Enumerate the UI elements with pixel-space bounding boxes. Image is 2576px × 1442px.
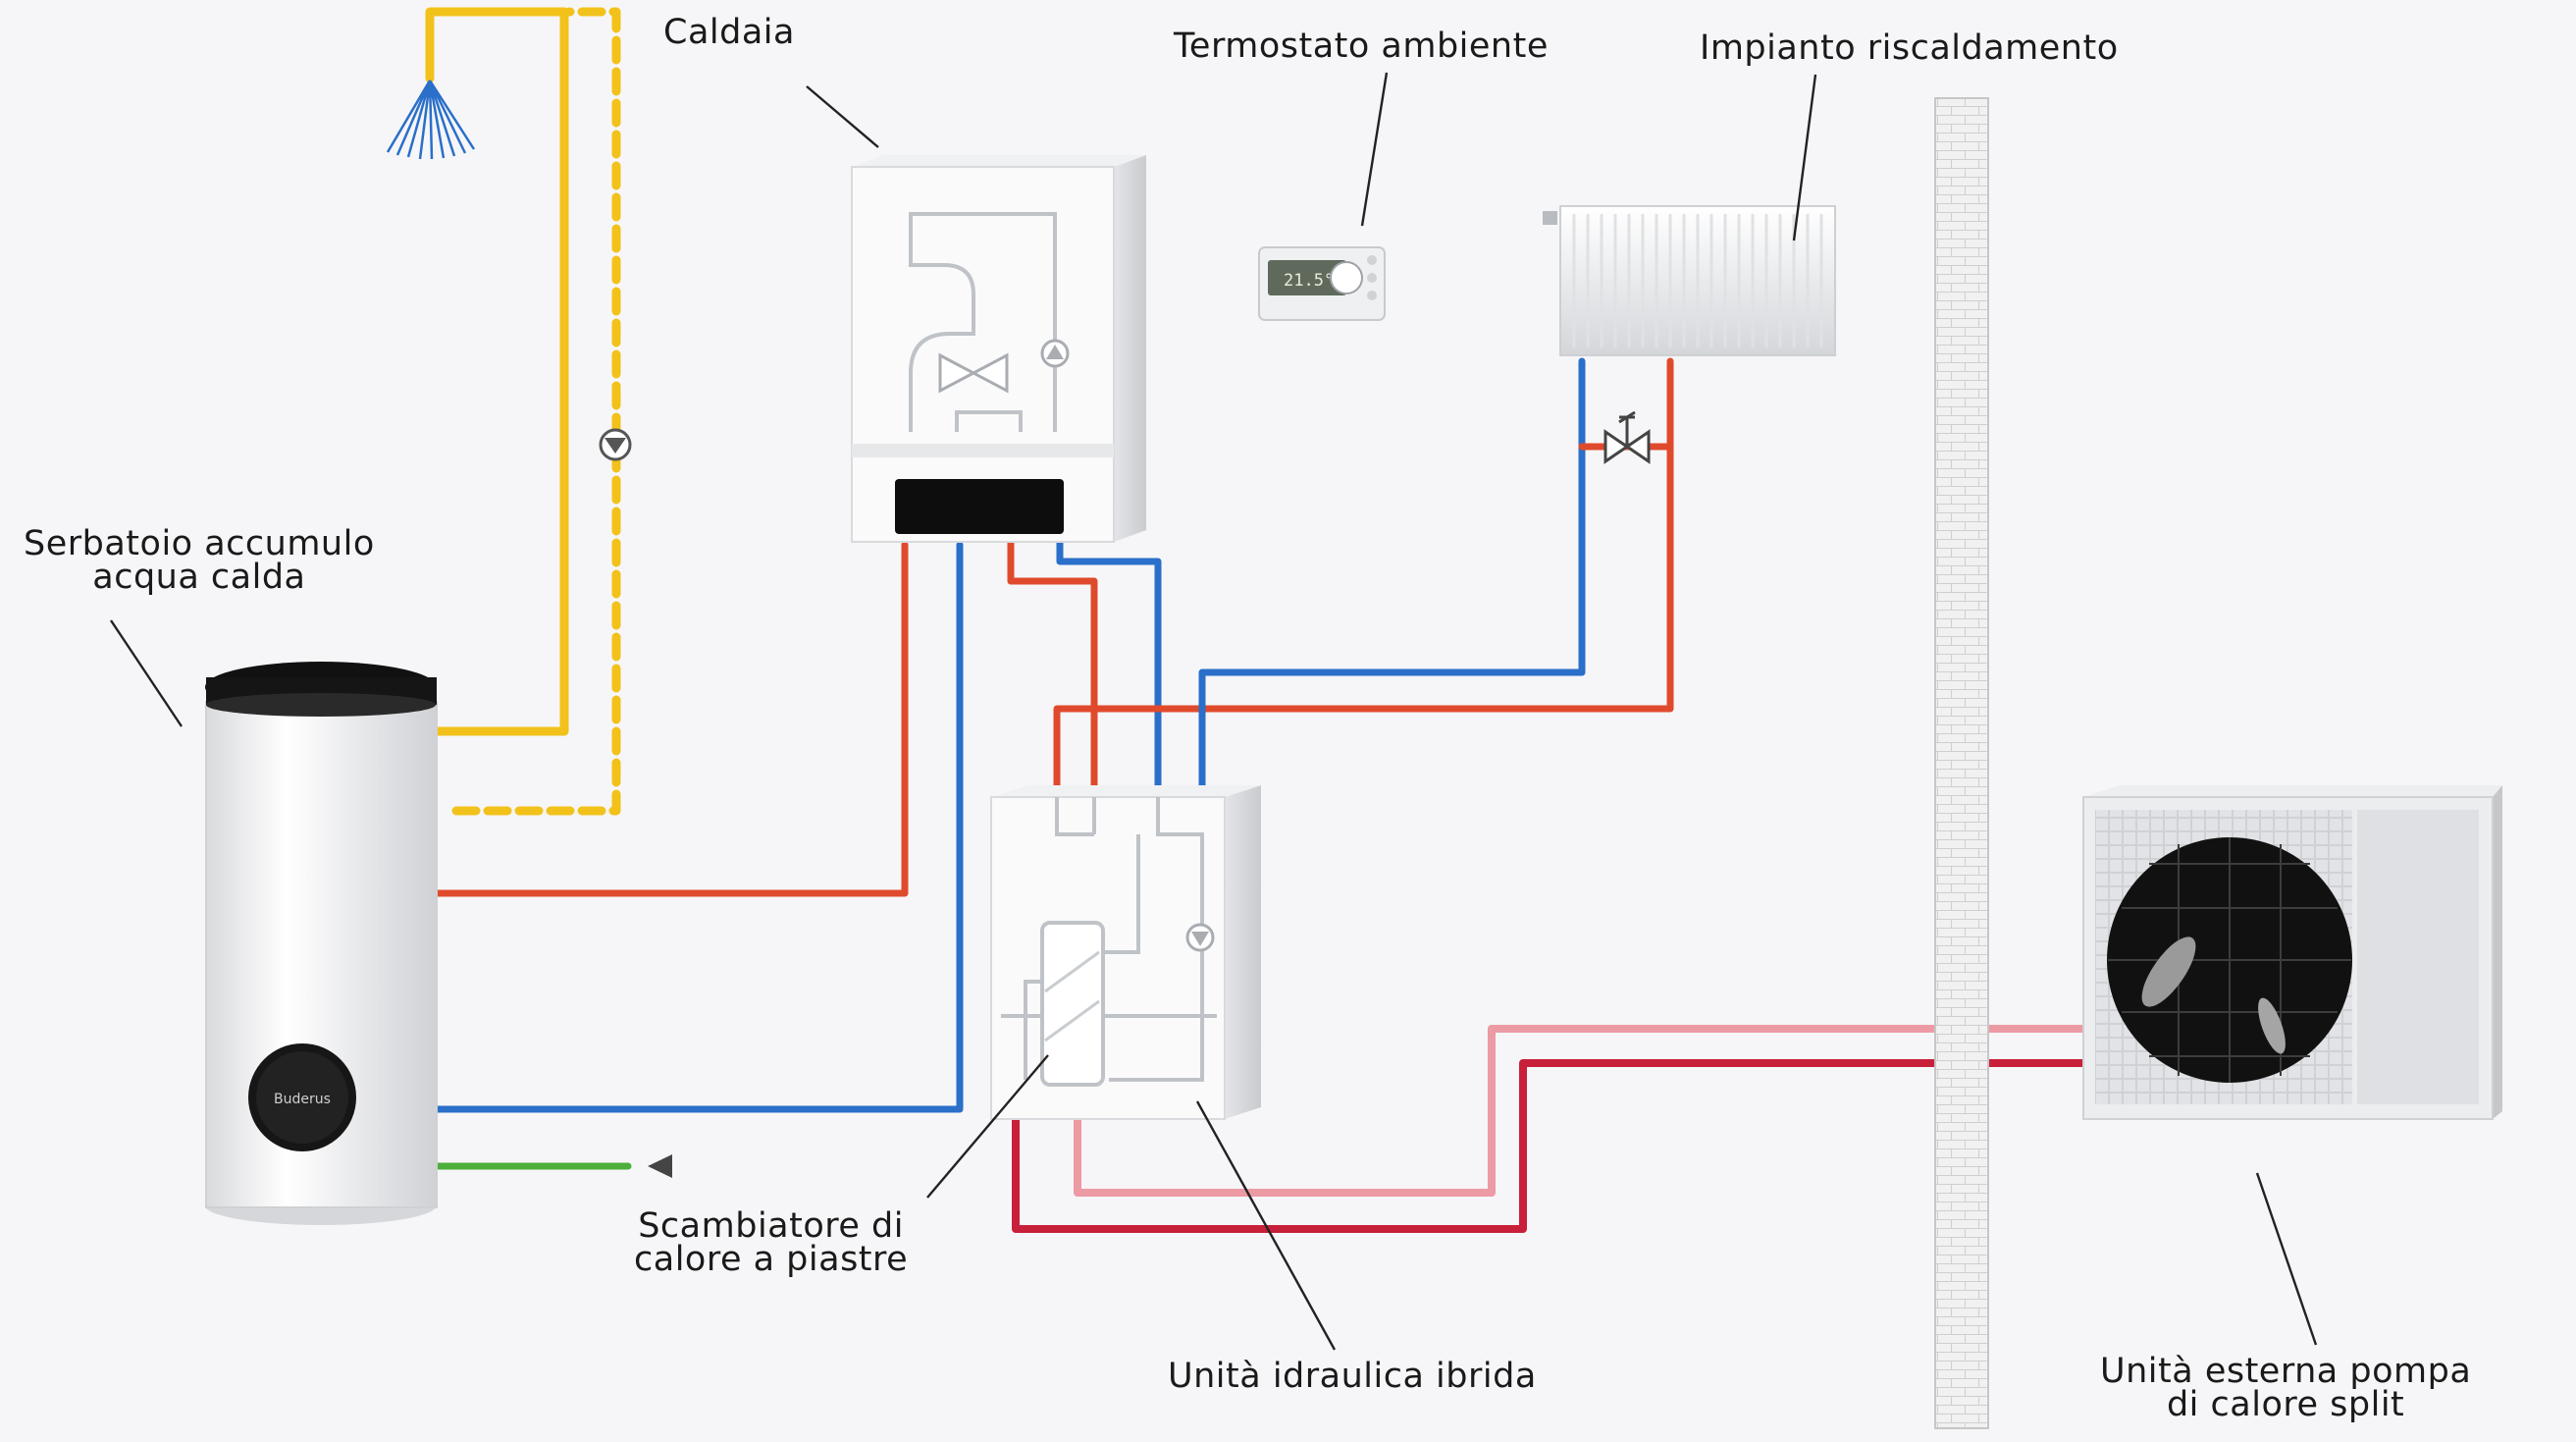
pipes	[425, 7, 2089, 1233]
label-unita-idraulica: Unità idraulica ibrida	[1168, 1357, 1537, 1396]
dhw-pump-icon	[599, 428, 632, 461]
room-thermostat: 21.5°C	[1258, 246, 1386, 321]
dhw-recirculation-pipe	[451, 7, 621, 816]
heating-return-pipe	[1198, 357, 1586, 794]
label-impianto-riscaldamento: Impianto riscaldamento	[1700, 28, 2119, 68]
hybrid-hydraulic-unit	[990, 785, 1261, 1120]
label-scambiatore: Scambiatore di calore a piastre	[634, 1206, 909, 1279]
refrigerant-gas-pipe	[1074, 1025, 2089, 1197]
outdoor-heat-pump-unit	[2082, 785, 2502, 1120]
hot-water-storage-tank: Buderus	[205, 662, 438, 1225]
leader-lines	[110, 72, 2318, 1351]
drain-arrow-icon	[648, 1154, 672, 1178]
heating-flow-pipe	[1053, 357, 1674, 794]
label-caldaia: Caldaia	[663, 13, 795, 52]
tank-cold-pipe	[433, 541, 964, 1113]
thermostat-display: 21.5°C	[1284, 271, 1343, 291]
bypass-valve-icon	[1603, 410, 1651, 464]
dhw-supply-pipe	[425, 7, 569, 736]
exterior-wall	[1934, 97, 1989, 1429]
hybrid-pump-icon	[1185, 923, 1215, 952]
boiler-valve-icon	[938, 352, 1009, 394]
boiler-hybrid-hot-pipe	[1007, 536, 1098, 794]
boiler-pump-icon	[1040, 339, 1070, 368]
label-unita-esterna: Unità esterna pompa di calore split	[2100, 1352, 2472, 1424]
boiler-unit	[851, 155, 1146, 543]
radiator	[1543, 205, 1836, 356]
boiler-hybrid-cold-pipe	[1056, 536, 1162, 794]
label-serbatoio: Serbatoio accumulo acqua calda	[24, 524, 375, 597]
tank-brand-logo: Buderus	[274, 1092, 331, 1107]
refrigerant-liquid-pipe	[1012, 1059, 2089, 1233]
shower-head-icon	[386, 80, 476, 160]
label-termostato-ambiente: Termostato ambiente	[1174, 27, 1549, 66]
tank-hot-pipe	[433, 541, 909, 897]
